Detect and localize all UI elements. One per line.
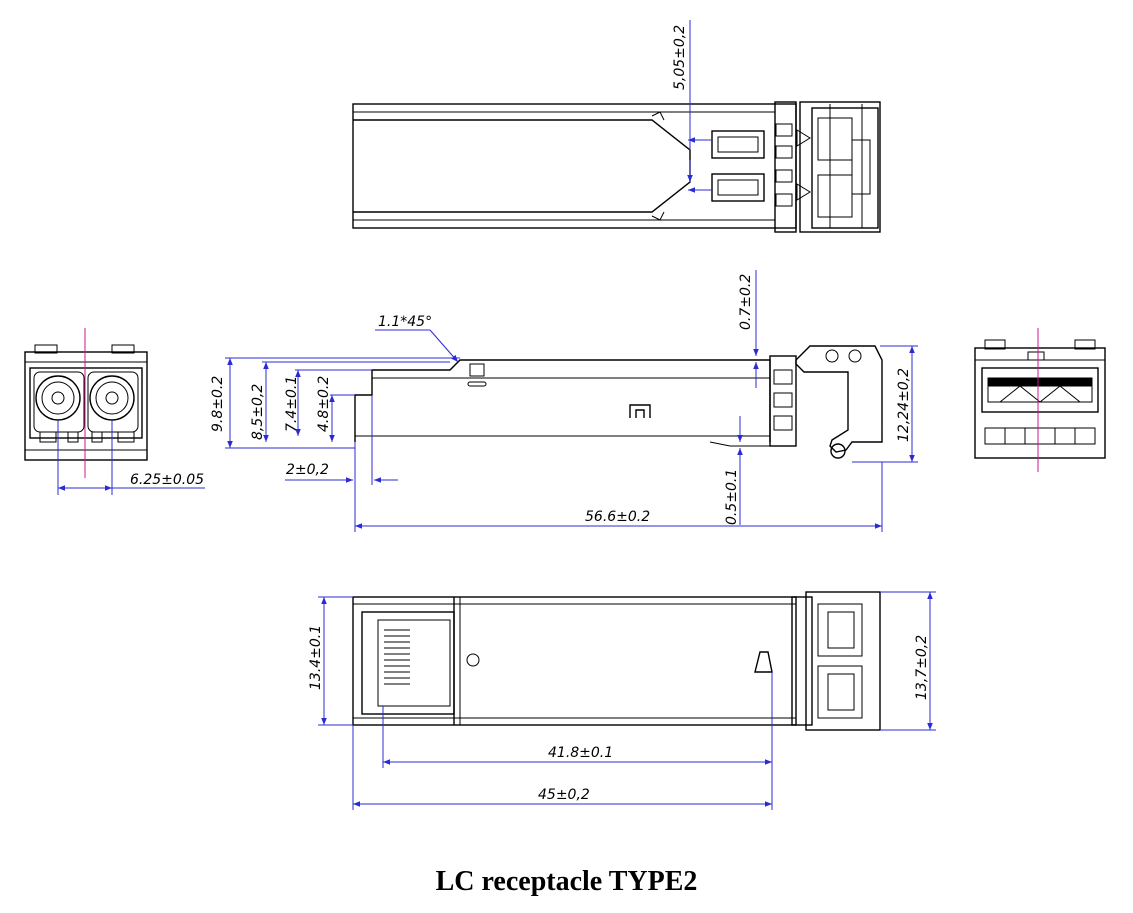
dim-top-latch-gap: 5,05±0,2 <box>672 25 688 90</box>
dim-length-total: 56.6±0.2 <box>585 509 650 525</box>
dim-chamfer: 1.1*45° <box>378 314 432 330</box>
drawing-caption: LC receptacle TYPE2 <box>435 866 698 897</box>
dim-width-flange: 13,7±0,2 <box>914 635 930 700</box>
dim-latch-height: 12,24±0,2 <box>896 368 912 442</box>
side-view: 9.8±0.2 8,5±0,2 7.4±0.1 4.8±0.2 2±0,2 1.… <box>210 270 918 532</box>
dim-port-pitch: 6.25±0.05 <box>130 472 204 488</box>
dim-height-step: 4.8±0.2 <box>316 376 332 432</box>
dim-length-body: 45±0,2 <box>538 787 590 803</box>
dim-length-to-tab: 41.8±0.1 <box>548 745 613 761</box>
dim-top-offset: 0.7±0.2 <box>738 274 754 330</box>
rear-view <box>974 328 1106 472</box>
dim-height-body: 8,5±0,2 <box>250 384 266 440</box>
dim-width-body: 13.4±0.1 <box>308 625 324 690</box>
dim-height-inner: 7.4±0.1 <box>284 376 300 432</box>
dim-step-length: 2±0,2 <box>286 462 329 478</box>
top-view: 5,05±0,2 <box>352 20 881 233</box>
front-view: 6.25±0.05 <box>24 328 205 495</box>
connector-pins <box>384 629 410 685</box>
dim-bottom-offset: 0.5±0.1 <box>724 469 740 525</box>
dim-height-total: 9.8±0.2 <box>210 376 226 432</box>
bottom-view: 13.4±0.1 13,7±0,2 41.8±0.1 45±0,2 <box>308 591 936 810</box>
